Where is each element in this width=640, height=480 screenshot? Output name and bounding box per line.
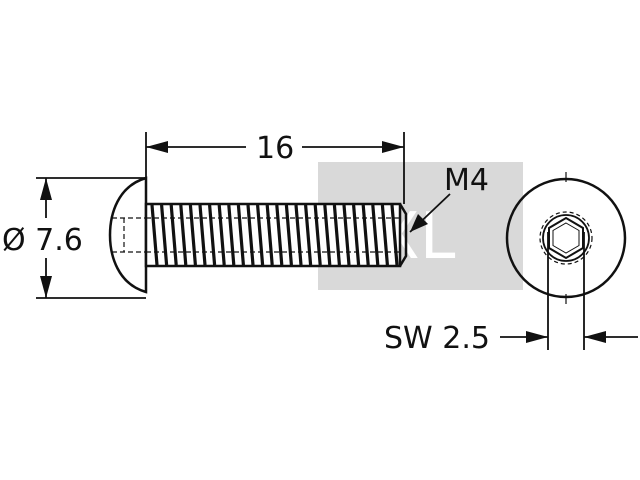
thread-line [217, 204, 226, 266]
thread-line [198, 204, 207, 266]
thread-line [246, 204, 255, 266]
thread-line [284, 204, 293, 266]
socket-dimension [500, 232, 638, 350]
diameter-label: Ø 7.6 [2, 223, 83, 258]
thread-line [294, 204, 303, 266]
thread-callout [409, 193, 451, 233]
thread-line [275, 204, 284, 266]
thread-line [179, 204, 188, 266]
thread-line [256, 204, 265, 266]
thread-line [188, 204, 197, 266]
hex-socket-inner [552, 222, 580, 254]
thread-line [208, 204, 217, 266]
threaded-shank [144, 202, 408, 268]
socket-arrow-left [526, 331, 548, 343]
thread-line [332, 204, 341, 266]
thread-label: M4 [444, 163, 489, 198]
hex-socket [548, 216, 584, 260]
socket-label: SW 2.5 [384, 321, 490, 356]
thread-line [390, 204, 399, 266]
thread-line [150, 204, 159, 266]
thread-lines [150, 204, 399, 266]
thread-line [323, 204, 332, 266]
leader-arrow [410, 214, 428, 232]
length-dimension [145, 132, 405, 204]
diameter-dimension [36, 177, 146, 299]
thread-line [304, 204, 313, 266]
head-dome [108, 176, 148, 294]
thread-line [236, 204, 245, 266]
length-label: 16 [256, 131, 294, 166]
thread-line [169, 204, 178, 266]
arrow-left [146, 141, 168, 153]
thread-line [265, 204, 274, 266]
thread-line [160, 204, 169, 266]
screw-head-side [108, 176, 148, 294]
socket-inner-circle [539, 211, 593, 265]
head-outer-circle [505, 177, 627, 299]
thread-line [313, 204, 322, 266]
thread-line [371, 204, 380, 266]
thread-line [342, 204, 351, 266]
arrow-top [40, 178, 52, 200]
thread-line [361, 204, 370, 266]
thread-line [380, 204, 389, 266]
arrow-right [382, 141, 404, 153]
thread-line [227, 204, 236, 266]
shank-tip [398, 203, 408, 267]
socket-circle [542, 214, 590, 262]
arrow-bottom [40, 276, 52, 298]
socket-arrow-right [584, 331, 606, 343]
screw-head-end-view [505, 172, 627, 304]
thread-line [352, 204, 361, 266]
